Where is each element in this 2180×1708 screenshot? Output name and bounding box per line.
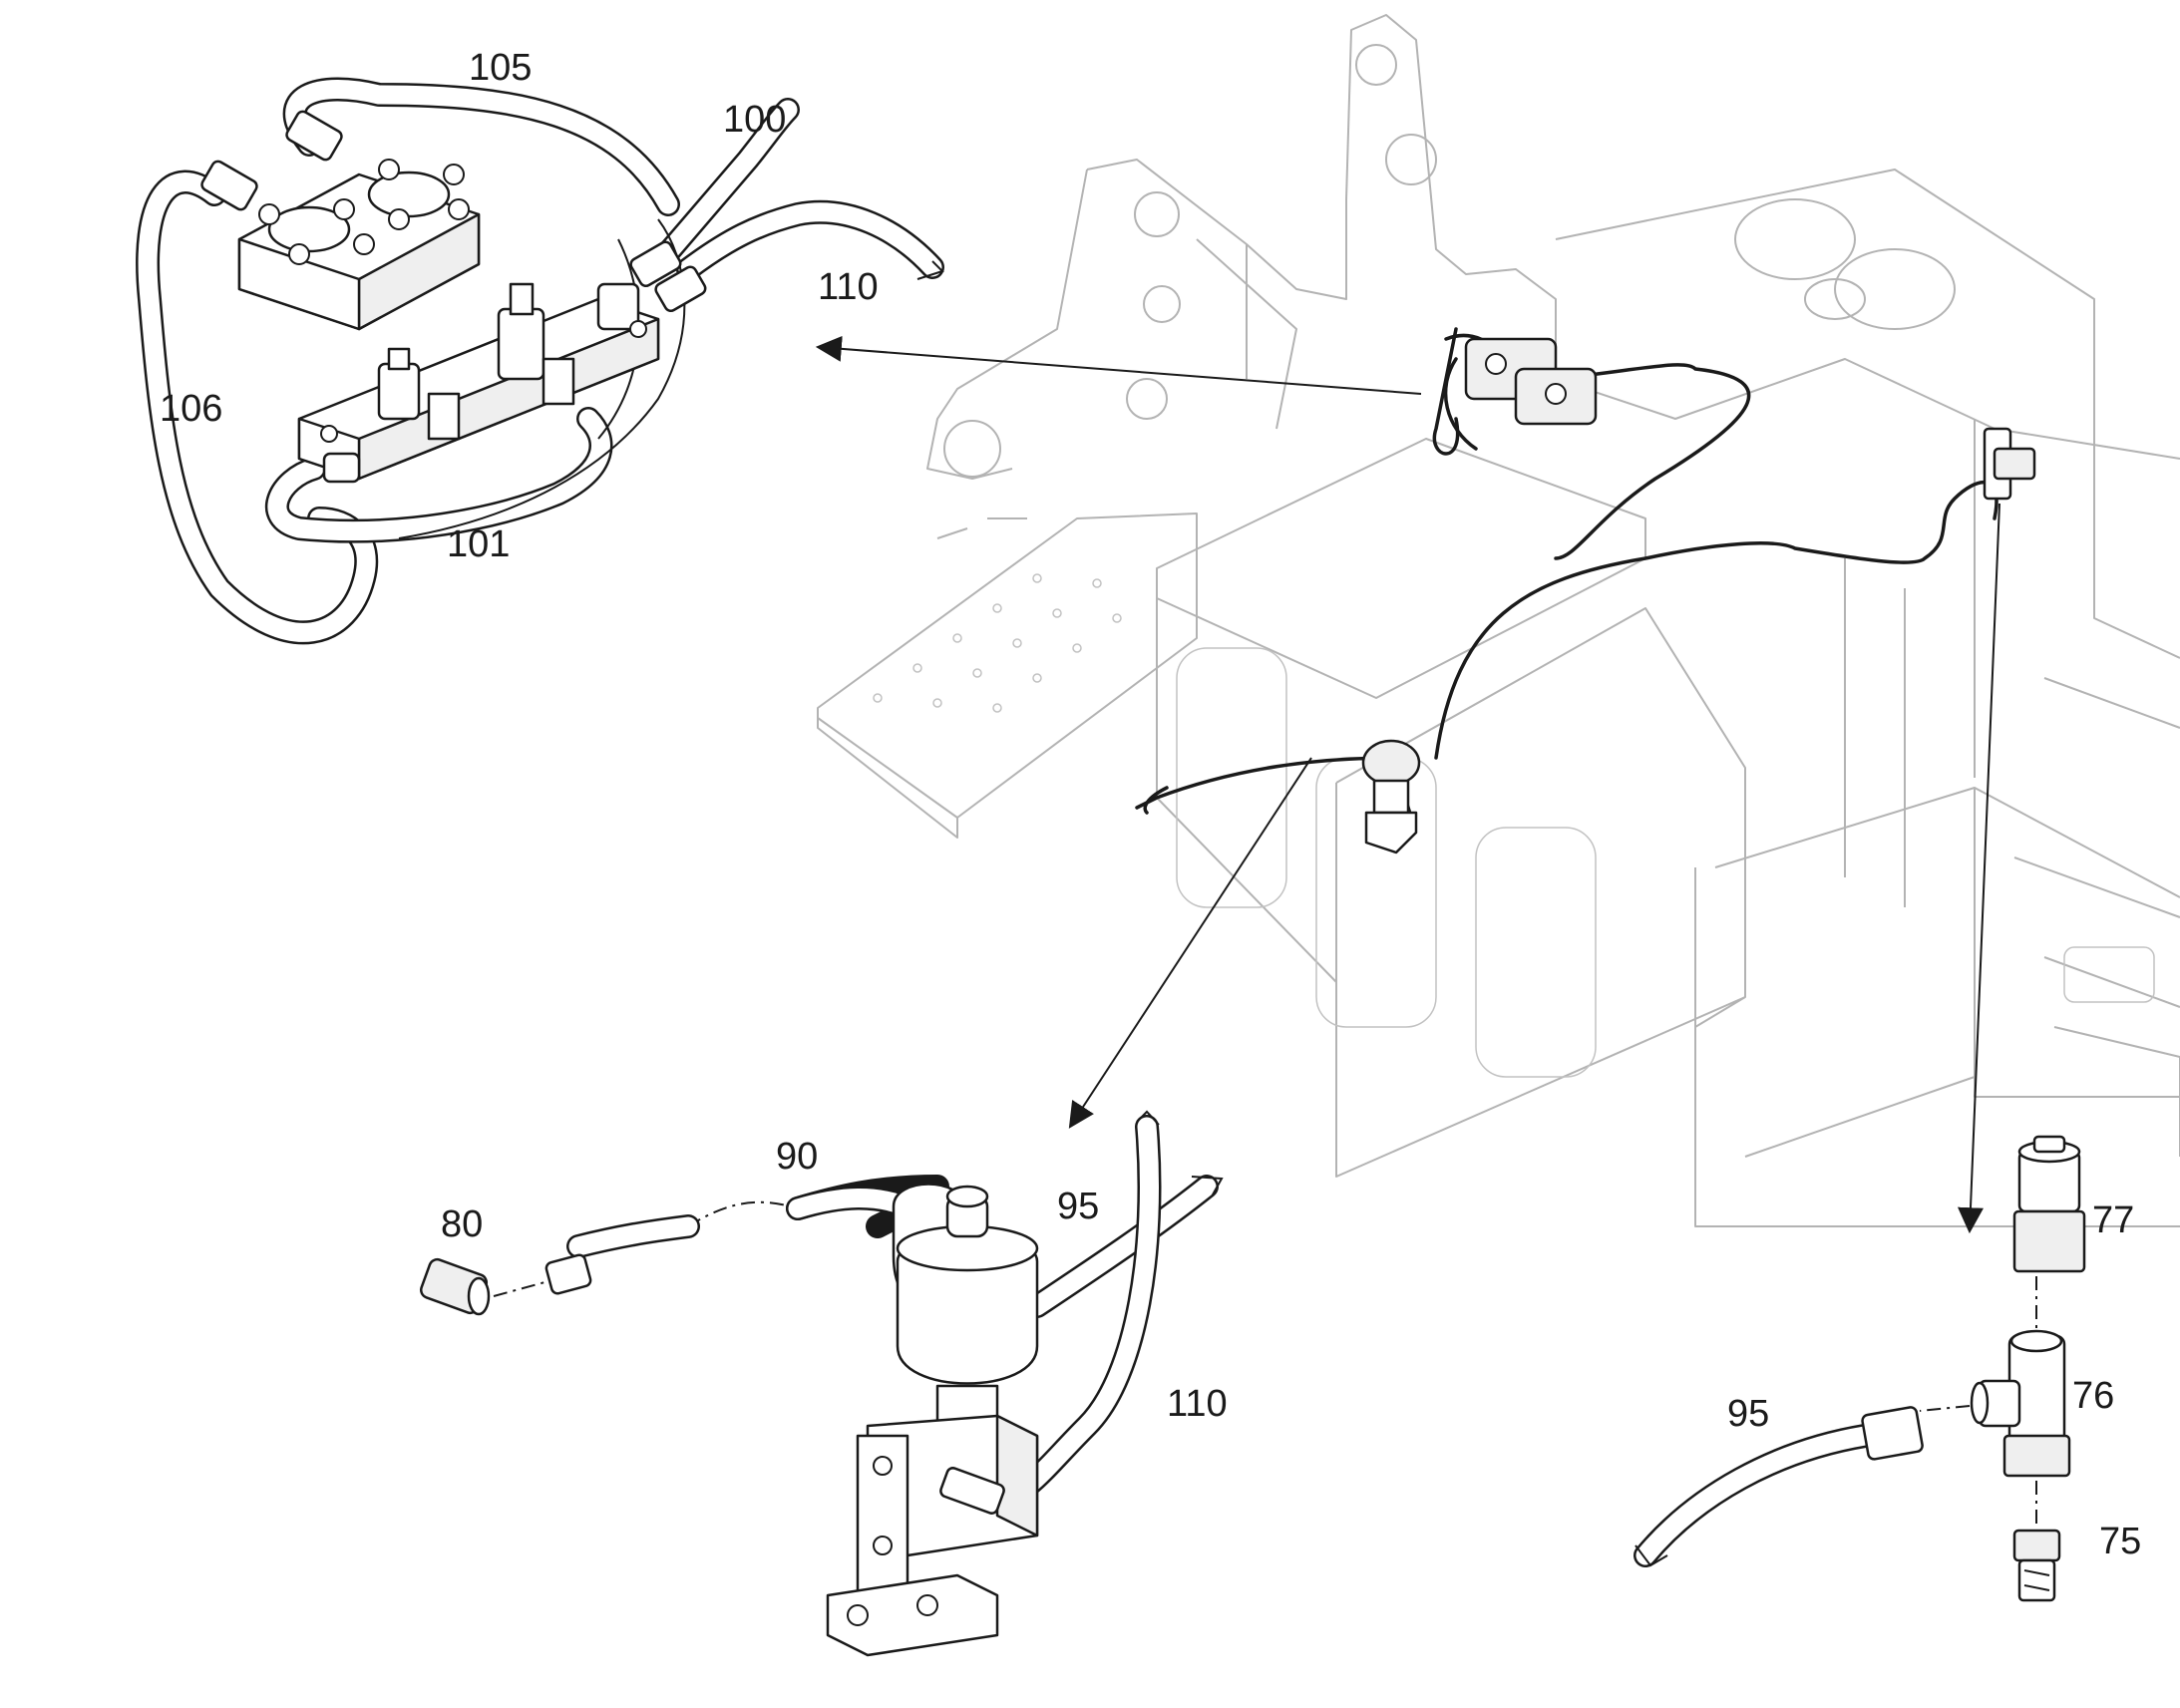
callout-75: 75 (2099, 1521, 2141, 1562)
machine-frame-icon (817, 14, 2180, 1227)
callout-106: 106 (160, 388, 222, 430)
hose-routing-icon (1135, 327, 2036, 854)
callout-76: 76 (2072, 1375, 2114, 1417)
accumulator-icon (419, 1110, 1224, 1657)
leader-arrows (815, 335, 2000, 1234)
callout-100: 100 (723, 99, 786, 141)
callout-77: 77 (2092, 1199, 2134, 1241)
callout-80: 80 (441, 1203, 483, 1245)
callout-110-upper: 110 (818, 266, 879, 308)
callout-105: 105 (469, 47, 532, 89)
pressure-switch-fitting-icon (1634, 1135, 2086, 1602)
callout-95-right: 95 (1727, 1393, 1769, 1435)
callout-labels: 105 100 110 106 101 90 80 95 110 77 76 9… (160, 47, 2141, 1562)
valve-block-assembly-icon (136, 77, 944, 645)
callout-101: 101 (447, 523, 510, 565)
callout-110-lower: 110 (1167, 1383, 1228, 1425)
callout-95-center: 95 (1057, 1186, 1099, 1227)
callout-90: 90 (776, 1136, 818, 1178)
